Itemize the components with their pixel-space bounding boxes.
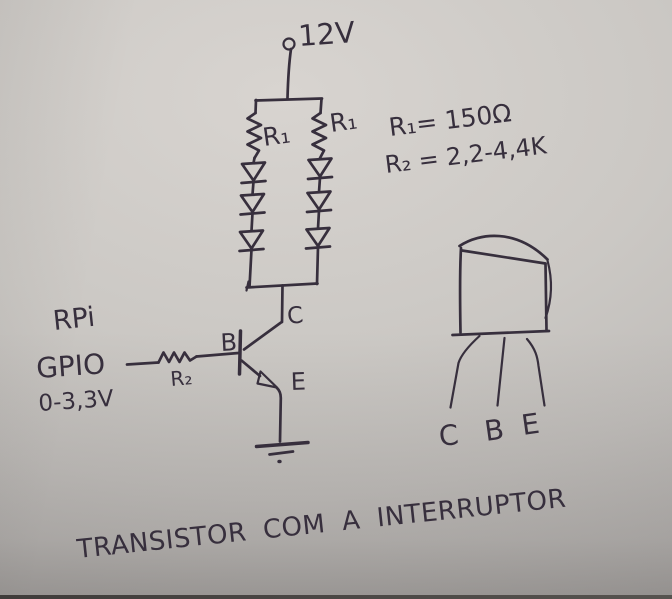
diode-symbol: [305, 190, 333, 214]
diode-triangle: [305, 226, 331, 248]
supply: 12V: [282, 15, 356, 100]
resistor-r2-label: R₂: [169, 365, 193, 391]
diode-symbol: [306, 157, 334, 181]
resistor-r1-left-symbol: [246, 111, 263, 160]
resistor-r2-symbol: [157, 351, 198, 364]
package-top-chord: [460, 249, 547, 265]
resistor-r1-right-label: R₁: [328, 105, 359, 138]
ground-bar-long: [254, 440, 310, 449]
wire: [316, 209, 321, 230]
schematic-title: TRANSISTOR COM A INTERRUPTOR: [75, 484, 568, 565]
top-rail-wire: [254, 97, 324, 102]
supply-terminal-circle: [282, 37, 296, 51]
diode-triangle: [307, 157, 333, 178]
wire: [315, 245, 320, 286]
emitter-line: [240, 359, 262, 378]
resistor-r1-left-label: R₁: [261, 119, 292, 152]
package-drawing: C B E: [437, 234, 552, 453]
right-branch: R₁: [304, 97, 359, 286]
wire: [317, 176, 322, 194]
transistor-symbol: C B E: [220, 302, 306, 443]
gpio-input: RPi GPIO 0-3,3V R₂: [35, 302, 240, 417]
package-pin-b-label: B: [482, 413, 506, 448]
wire: [248, 248, 253, 289]
package-bottom-edge: [451, 329, 551, 337]
base-wire-left: [125, 361, 160, 366]
package-dome-arc: [458, 234, 549, 261]
collector-label: C: [286, 302, 305, 330]
diode-triangle: [240, 161, 267, 182]
package-leg-collector: [449, 334, 481, 409]
wire: [251, 180, 255, 196]
package-left-edge: [458, 246, 463, 334]
emitter-wire: [275, 386, 283, 443]
ground-dot: [277, 459, 282, 464]
input-pin-label: GPIO: [35, 347, 106, 385]
wire: [254, 98, 258, 115]
r1-value-annotation: R₁= 150Ω: [387, 98, 513, 142]
package-leg-emitter: [525, 337, 546, 407]
paper-bottom-edge: [0, 595, 672, 599]
ground-symbol: [254, 440, 310, 464]
input-voltage-label: 0-3,3V: [38, 386, 115, 417]
package-right-edge: [544, 262, 548, 332]
package-pin-c-label: C: [437, 418, 460, 453]
diode-symbol: [238, 229, 265, 253]
collector-line: [242, 321, 283, 351]
junction-tick: [245, 280, 250, 292]
resistor-r1-right-symbol: [311, 111, 328, 161]
package-pin-e-label: E: [519, 407, 541, 442]
emitter-arrowhead: [256, 370, 279, 389]
ground-bar-short: [268, 450, 295, 456]
collector-feed-wire: [280, 284, 284, 324]
base-wire-right: [195, 351, 240, 358]
annotations: R₁= 150Ω R₂ = 2,2-4,4K: [383, 98, 549, 179]
input-source-label: RPi: [51, 302, 96, 337]
package-dome-right-side: [544, 259, 552, 320]
package-leg-base: [496, 336, 506, 407]
base-label: B: [220, 328, 238, 357]
left-branch: R₁: [238, 98, 292, 289]
diode-symbol: [239, 192, 266, 216]
base-bar: [237, 329, 243, 376]
bottom-rail: [245, 280, 319, 324]
diode-triangle: [238, 229, 265, 250]
diode-triangle: [239, 192, 266, 214]
wire: [250, 211, 254, 233]
wire: [319, 97, 323, 115]
diode-triangle: [306, 190, 332, 211]
emitter-label: E: [290, 367, 306, 396]
diode-symbol: [240, 161, 267, 185]
diode-symbol: [304, 226, 332, 250]
supply-voltage-label: 12V: [297, 15, 356, 53]
supply-wire: [286, 47, 293, 100]
